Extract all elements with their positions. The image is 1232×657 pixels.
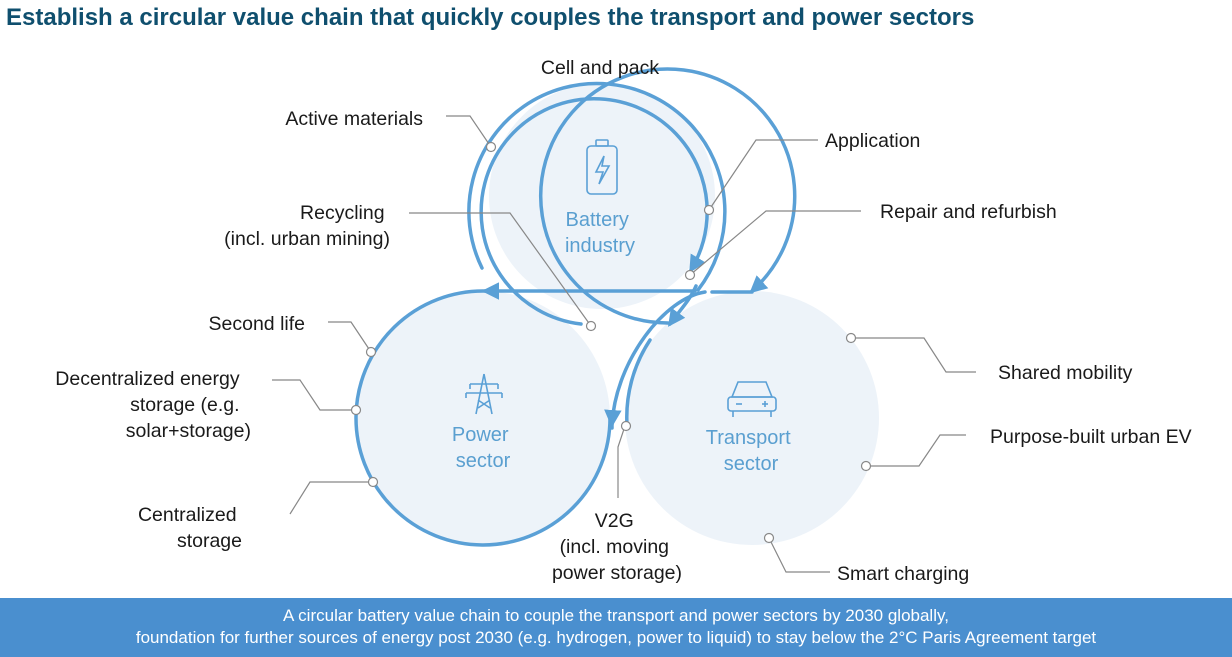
value-chain-diagram: Battery industry Power sector Transport … <box>55 57 1192 585</box>
label-active-materials: Active materials <box>285 108 423 130</box>
label-recycling: Recycling (incl. urban mining) <box>224 202 390 250</box>
power-pylon-icon <box>465 373 503 415</box>
leader-second-life <box>328 321 372 353</box>
leader-shared-mobility <box>851 337 976 373</box>
footer-banner: A circular battery value chain to couple… <box>0 598 1232 657</box>
leader-decentralized <box>272 379 356 411</box>
dot-v2g <box>620 420 632 432</box>
leader-smart-charging <box>768 537 830 573</box>
power-sector-circle <box>356 291 610 545</box>
label-centralized-storage: Centralized storage <box>138 504 242 552</box>
leader-application <box>708 139 818 211</box>
label-application: Application <box>825 130 920 152</box>
power-sector-label: Power sector <box>452 424 514 472</box>
leader-v2g <box>617 425 626 498</box>
label-purpose-built-ev: Purpose-built urban EV <box>990 426 1192 448</box>
page-title: Establish a circular value chain that qu… <box>6 4 975 31</box>
inner-battery-arc <box>479 97 709 326</box>
label-cell-and-pack: Cell and pack <box>541 57 659 79</box>
dot-centralized <box>367 476 379 488</box>
leader-recycling <box>409 212 592 327</box>
dot-shared-mobility <box>845 332 857 344</box>
transport-sector-circle <box>625 291 879 545</box>
power-circle-outline <box>354 289 612 547</box>
transport-circle-outline <box>539 67 797 325</box>
leader-purpose-built <box>866 434 966 467</box>
battery-industry-label: Battery industry <box>565 209 635 257</box>
battery-industry-circle <box>489 83 715 309</box>
label-v2g: V2G (incl. moving power storage) <box>552 510 682 584</box>
dot-purpose-built <box>860 460 872 472</box>
label-decentralized-storage: Decentralized energy storage (e.g. solar… <box>55 368 251 442</box>
label-repair-refurbish: Repair and refurbish <box>880 201 1057 223</box>
leader-active-materials <box>446 115 492 148</box>
leader-repair <box>689 210 861 276</box>
dot-recycling <box>585 320 597 332</box>
footer-line-1: A circular battery value chain to couple… <box>283 606 949 625</box>
footer-line-2: foundation for further sources of energy… <box>135 628 1097 647</box>
leader-centralized <box>289 481 373 515</box>
car-icon <box>727 381 777 417</box>
battery-to-transport-arc <box>667 284 698 327</box>
dot-decentralized <box>350 404 362 416</box>
dot-active-materials <box>485 141 497 153</box>
dot-application <box>703 204 715 216</box>
dot-smart-charging <box>763 532 775 544</box>
label-smart-charging: Smart charging <box>837 563 969 585</box>
label-second-life: Second life <box>209 313 305 335</box>
battery-icon <box>586 139 618 195</box>
transport-sector-label: Transport sector <box>706 427 796 475</box>
label-shared-mobility: Shared mobility <box>998 362 1133 384</box>
dot-second-life <box>365 346 377 358</box>
dot-repair <box>684 269 696 281</box>
power-right-edge <box>625 338 652 427</box>
